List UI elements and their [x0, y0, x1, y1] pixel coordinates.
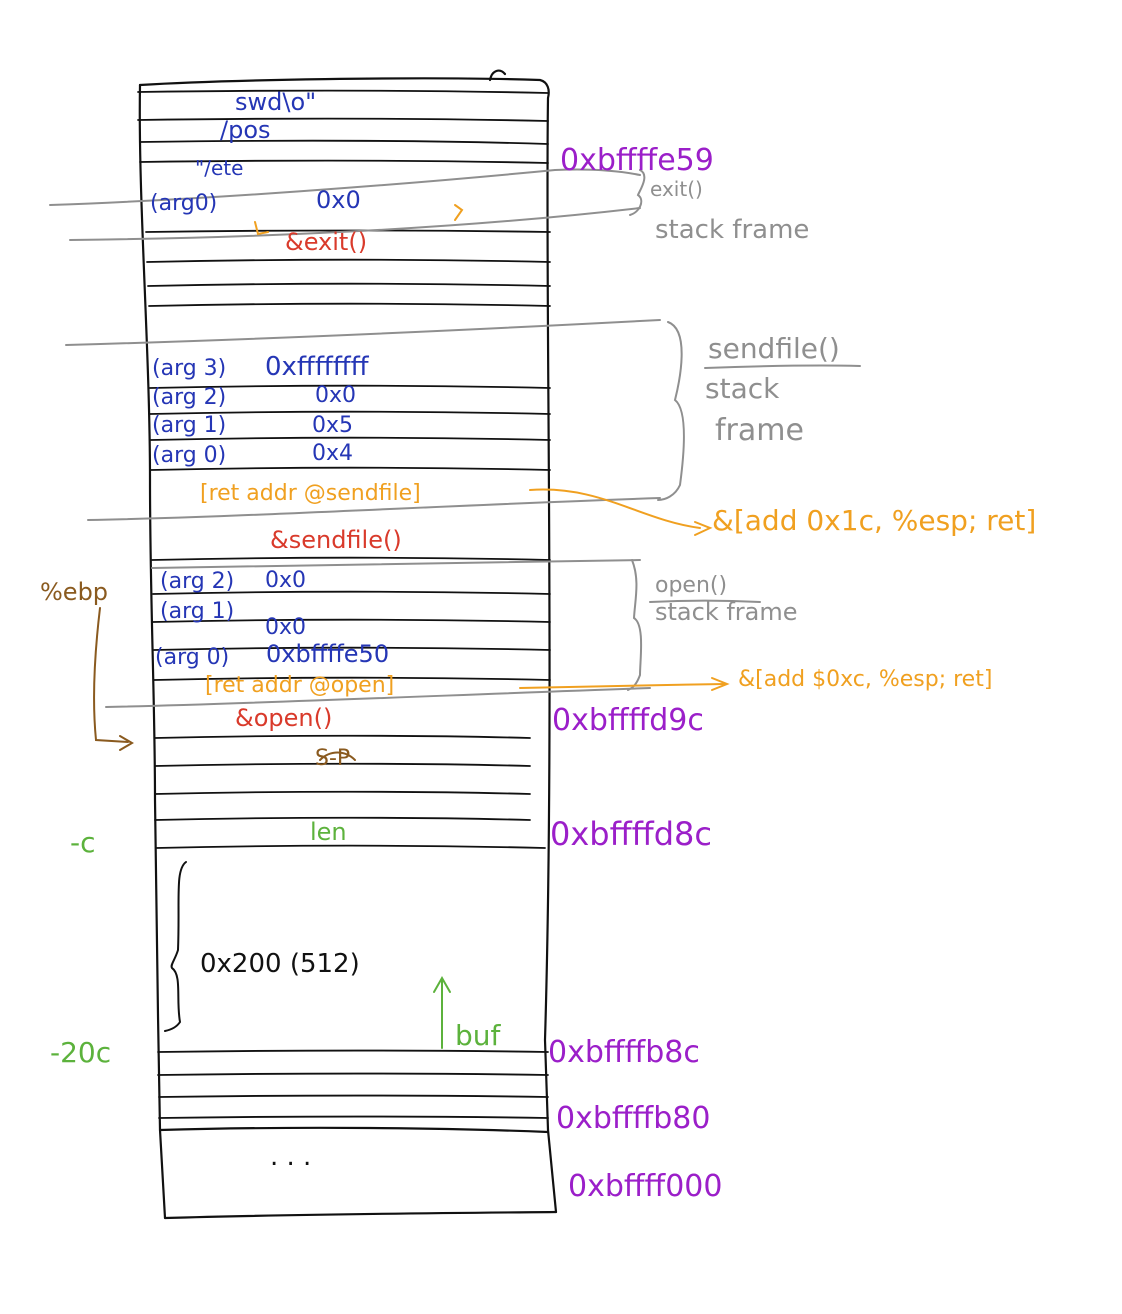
- exit-frame-label-1: exit(): [650, 177, 703, 201]
- exit-arg0-value: 0x0: [316, 186, 361, 214]
- buf-label: buf: [455, 1019, 502, 1052]
- open-ret-addr: [ret addr @open]: [205, 673, 394, 698]
- sendfile-ret-addr: [ret addr @sendfile]: [200, 481, 421, 506]
- sendfile-call: &sendfile(): [270, 526, 402, 554]
- exit-frame-label-2: stack frame: [655, 215, 809, 245]
- address-d8c: 0xbffffd8c: [550, 815, 712, 853]
- sendfile-frame-label-1: sendfile(): [708, 332, 840, 365]
- exit-arg0-label: (arg0): [150, 191, 217, 216]
- open-frame-label-1: open(): [655, 573, 727, 598]
- sendfile-args: (arg 3) 0xffffffff (arg 2) 0x0 (arg 1) 0…: [152, 352, 370, 468]
- open-arg2-label: (arg 2): [160, 569, 234, 594]
- ebp-arrow: [93, 607, 356, 761]
- stack-row-lines: [137, 89, 551, 1119]
- open-args: (arg 2) 0x0 (arg 1) 0x0 (arg 0) 0xbffffe…: [155, 568, 389, 670]
- address-e59: 0xbffffe59: [560, 143, 714, 178]
- sendfile-arg2-value: 0x0: [315, 383, 356, 408]
- sendfile-arg2-label: (arg 2): [152, 385, 226, 410]
- open-arg1-value: 0x0: [265, 615, 306, 640]
- sendfile-frame-label-3: frame: [715, 413, 804, 448]
- gadget-arrows: [254, 204, 730, 691]
- len-cell: len: [310, 818, 347, 846]
- address-d9c: 0xbffffd9c: [552, 703, 704, 738]
- sendfile-arg0-label: (arg 0): [152, 443, 226, 468]
- buf-arrow: [433, 975, 451, 1049]
- buffer-size-label: 0x200 (512): [200, 949, 360, 979]
- saved-ebp-cell: S-P: [315, 746, 350, 771]
- frame-boundary-lines: [49, 168, 661, 708]
- open-arg1-label: (arg 1): [160, 599, 234, 624]
- sendfile-arg1-label: (arg 1): [152, 413, 226, 438]
- open-arg0-value: 0xbffffe50: [266, 640, 389, 668]
- exit-call: &exit(): [285, 228, 367, 256]
- sendfile-arg0-value: 0x4: [312, 441, 353, 466]
- sendfile-arg1-value: 0x5: [312, 413, 353, 438]
- stack-ellipsis: . . .: [270, 1142, 311, 1172]
- frame-label-underlines: [649, 364, 861, 603]
- string-cell-3: "/ete: [195, 156, 243, 180]
- string-cell-1: swd\o": [235, 88, 316, 116]
- address-b8c: 0xbffffb8c: [548, 1035, 700, 1070]
- address-000: 0xbffff000: [568, 1169, 722, 1204]
- buffer-brace: [164, 861, 187, 1032]
- open-arg0-label: (arg 0): [155, 645, 229, 670]
- sendfile-arg3-value: 0xffffffff: [265, 352, 370, 382]
- offset-minus-c: -c: [70, 826, 96, 859]
- open-gadget: &[add $0xc, %esp; ret]: [738, 667, 992, 692]
- string-cell-2: /pos: [220, 116, 271, 144]
- stack-outline: [138, 69, 558, 1220]
- ebp-label: %ebp: [40, 578, 108, 606]
- sendfile-arg3-label: (arg 3): [152, 356, 226, 381]
- open-call: &open(): [235, 704, 332, 732]
- sendfile-gadget: &[add 0x1c, %esp; ret]: [712, 504, 1036, 537]
- open-arg2-value: 0x0: [265, 568, 306, 593]
- sendfile-frame-label-2: stack: [705, 372, 780, 405]
- offset-minus-20c: -20c: [50, 1036, 111, 1069]
- address-b80: 0xbffffb80: [556, 1101, 710, 1136]
- open-frame-label-2: stack frame: [655, 598, 798, 626]
